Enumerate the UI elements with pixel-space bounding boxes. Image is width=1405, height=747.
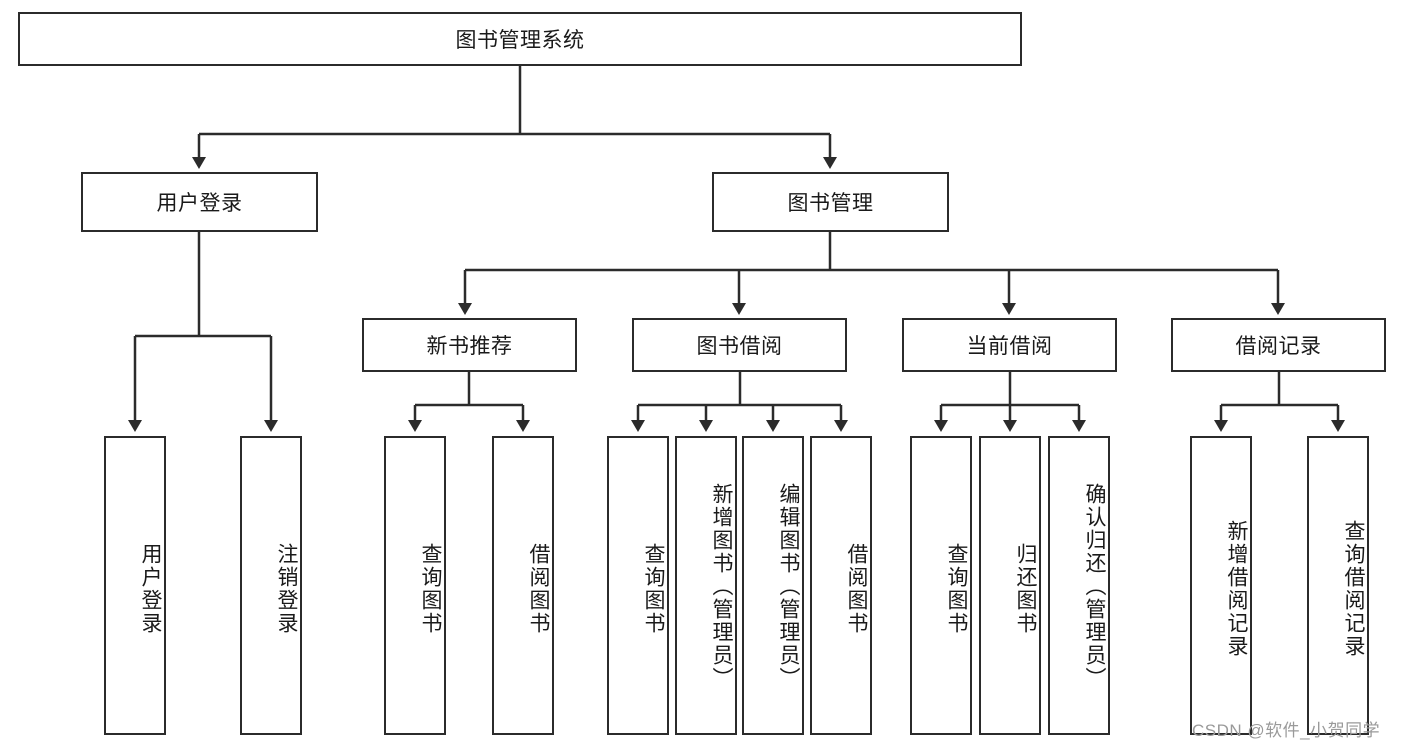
node-label: 用户登录 (156, 192, 243, 215)
leaf-add-book-admin[interactable]: 新增图书（管理员） (675, 436, 737, 735)
node-label: 借阅图书 (845, 542, 868, 635)
leaf-add-borrow-record[interactable]: 新增借阅记录 (1190, 436, 1252, 735)
node-label: 新增借阅记录 (1225, 519, 1248, 658)
node-label: 当前借阅 (966, 335, 1053, 358)
node-label: 归还图书 (1014, 542, 1037, 635)
node-label: 查询图书 (642, 542, 665, 635)
leaf-borrow-book-newbook[interactable]: 借阅图书 (492, 436, 554, 735)
node-label: 图书管理系统 (455, 29, 585, 52)
leaf-query-borrow-record[interactable]: 查询借阅记录 (1307, 436, 1369, 735)
node-label: 图书借阅 (696, 335, 783, 358)
leaf-confirm-return-admin[interactable]: 确认归还（管理员） (1048, 436, 1110, 735)
leaf-borrow-book[interactable]: 借阅图书 (810, 436, 872, 735)
watermark-text: CSDN @软件_小贺同学 (1192, 721, 1381, 740)
node-label: 查询图书 (945, 542, 968, 635)
node-label: 确认归还（管理员） (1083, 483, 1106, 690)
node-label: 新增图书（管理员） (710, 483, 733, 690)
node-label: 编辑图书（管理员） (777, 483, 800, 690)
leaf-user-login[interactable]: 用户登录 (104, 436, 166, 735)
node-book-borrow[interactable]: 图书借阅 (632, 318, 847, 372)
node-borrow-record[interactable]: 借阅记录 (1171, 318, 1386, 372)
node-label: 注销登录 (275, 542, 298, 635)
node-new-book-recommendation[interactable]: 新书推荐 (362, 318, 577, 372)
leaf-edit-book-admin[interactable]: 编辑图书（管理员） (742, 436, 804, 735)
node-book-management[interactable]: 图书管理 (712, 172, 949, 232)
node-user-login[interactable]: 用户登录 (81, 172, 318, 232)
node-label: 借阅记录 (1235, 335, 1322, 358)
node-root-book-management-system[interactable]: 图书管理系统 (18, 12, 1022, 66)
leaf-query-book-current[interactable]: 查询图书 (910, 436, 972, 735)
node-label: 图书管理 (787, 192, 874, 215)
csdn-watermark: CSDN @软件_小贺同学 (1192, 716, 1380, 741)
leaf-query-book-newbook[interactable]: 查询图书 (384, 436, 446, 735)
leaf-return-book[interactable]: 归还图书 (979, 436, 1041, 735)
node-label: 借阅图书 (527, 542, 550, 635)
leaf-query-book-borrow[interactable]: 查询图书 (607, 436, 669, 735)
node-label: 查询借阅记录 (1342, 519, 1365, 658)
node-label: 查询图书 (419, 542, 442, 635)
node-label: 用户登录 (139, 542, 162, 635)
node-current-borrow[interactable]: 当前借阅 (902, 318, 1117, 372)
node-label: 新书推荐 (426, 335, 513, 358)
leaf-logout[interactable]: 注销登录 (240, 436, 302, 735)
